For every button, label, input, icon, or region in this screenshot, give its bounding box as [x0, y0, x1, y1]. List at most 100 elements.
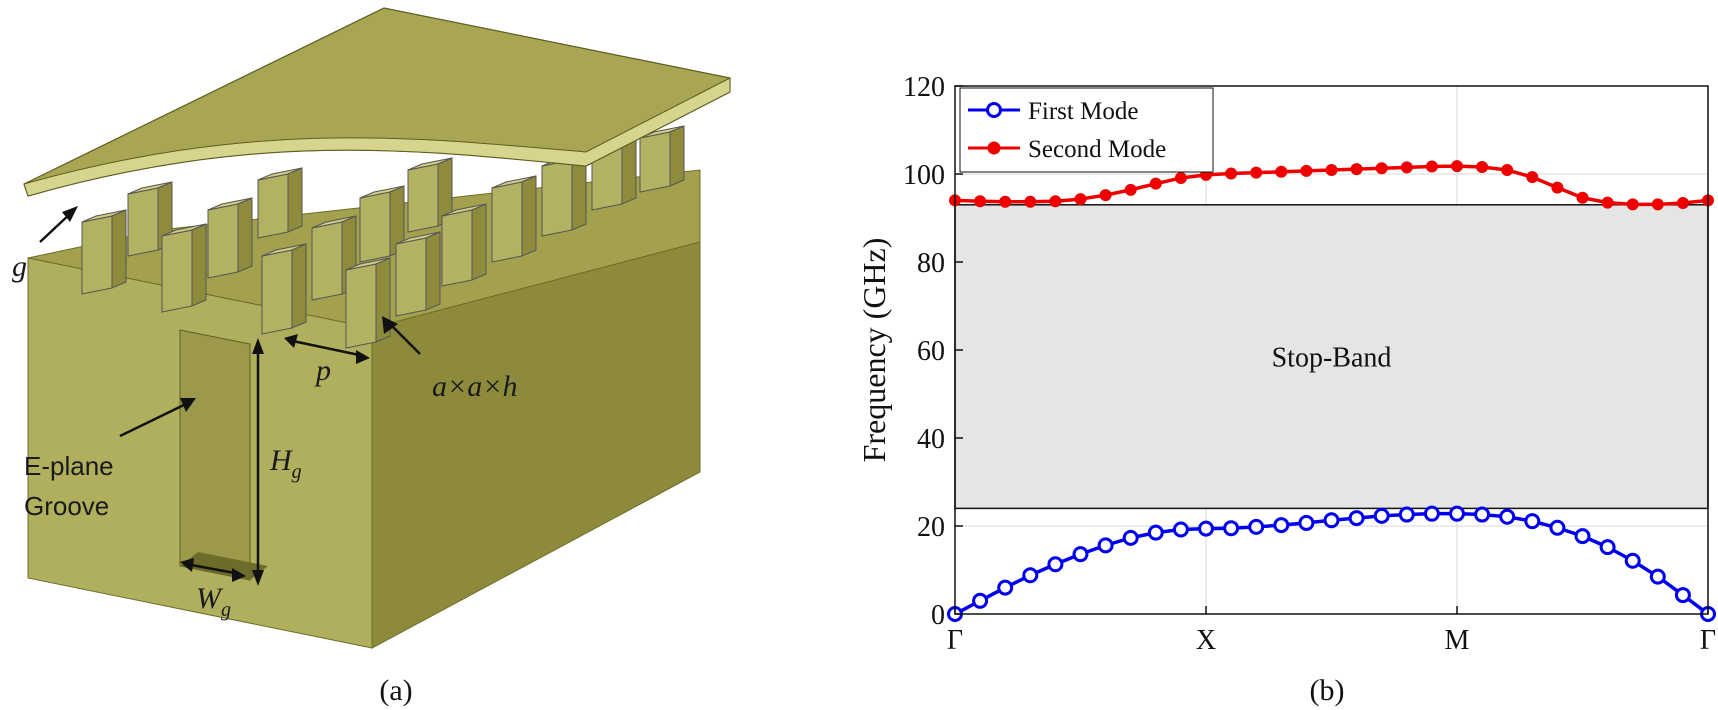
data-point: [1651, 198, 1664, 211]
pin: [257, 167, 303, 239]
data-point: [1425, 160, 1438, 173]
data-point: [1097, 537, 1114, 554]
data-point: [1250, 166, 1263, 179]
data-point: [1024, 195, 1037, 208]
top-plate-edge: [23, 77, 731, 197]
legend-label-first: First Mode: [1028, 98, 1138, 125]
data-point: [1474, 506, 1491, 523]
series-group: [947, 160, 1716, 622]
data-point: [1373, 507, 1390, 524]
y-tick-label: 60: [917, 336, 945, 367]
data-point: [1049, 195, 1062, 208]
legend-box: [959, 87, 1214, 173]
data-point: [1149, 177, 1162, 190]
pin: [541, 153, 587, 237]
caption-b: (b): [1310, 674, 1345, 707]
legend-marker-second: [987, 141, 1001, 155]
data-point: [1423, 505, 1440, 522]
data-point: [1375, 162, 1388, 175]
data-point: [972, 592, 989, 609]
data-point: [1022, 567, 1039, 584]
data-point: [1174, 171, 1187, 184]
data-point: [1624, 552, 1641, 569]
annotation-groove: E-plane Groove: [24, 398, 196, 521]
data-point: [1576, 191, 1589, 204]
pin: [261, 243, 307, 335]
legend-label-second: Second Mode: [1028, 136, 1166, 163]
data-point: [1298, 514, 1315, 531]
label-g: g: [12, 250, 27, 283]
data-point: [1551, 181, 1564, 194]
annotation-p: p: [284, 334, 370, 387]
data-point: [1524, 513, 1541, 530]
pin: [491, 175, 537, 263]
data-point: [1223, 520, 1240, 537]
data-point: [1099, 189, 1112, 202]
annotation-Hg: Hg: [252, 338, 302, 586]
y-tick-label: 0: [931, 600, 945, 631]
x-tick-label: Γ: [947, 625, 963, 656]
data-point: [1398, 506, 1415, 523]
data-point: [1601, 196, 1614, 209]
y-tick-label: 40: [917, 424, 945, 455]
data-point: [1574, 528, 1591, 545]
data-point: [1047, 556, 1064, 573]
panel-a-illustration: g p a×a×h E-plane Groove Hg: [12, 7, 731, 707]
label-groove-line2: Groove: [24, 491, 109, 521]
label-Hg: Hg: [269, 444, 302, 483]
x-tick-label: M: [1445, 625, 1470, 656]
pin: [345, 257, 391, 349]
pin: [395, 231, 441, 317]
data-point: [1676, 197, 1689, 210]
label-p: p: [314, 354, 331, 387]
pin-array: [81, 125, 685, 349]
data-point: [1122, 529, 1139, 546]
data-point: [1198, 520, 1214, 537]
data-point: [1172, 521, 1189, 538]
stop-band-label: Stop-Band: [1272, 343, 1392, 374]
data-point: [1526, 171, 1539, 184]
data-point: [1449, 505, 1465, 522]
data-point: [1674, 587, 1691, 604]
data-point: [999, 195, 1012, 208]
y-tick-label: 100: [903, 160, 945, 191]
pin: [207, 197, 253, 279]
legend-marker-first: [986, 102, 1002, 118]
caption-a: (a): [379, 674, 412, 707]
data-point: [1147, 524, 1164, 541]
annotation-g: g: [12, 206, 78, 283]
pin: [639, 125, 685, 193]
groove-floor: [180, 552, 268, 580]
label-Wg: Wg: [196, 582, 231, 621]
data-point: [1124, 183, 1137, 196]
pin: [359, 185, 405, 263]
data-point: [997, 579, 1014, 596]
data-point: [1300, 164, 1313, 177]
data-point: [1348, 510, 1365, 527]
data-point: [1476, 160, 1489, 173]
data-point: [1072, 546, 1089, 563]
y-tick-label: 80: [917, 248, 945, 279]
data-point: [1499, 508, 1516, 525]
data-point: [974, 195, 987, 208]
data-point: [1649, 568, 1666, 585]
data-point: [1074, 193, 1087, 206]
data-point: [1599, 539, 1616, 556]
data-point: [1248, 518, 1265, 535]
data-point: [1626, 198, 1639, 211]
data-point: [1501, 164, 1514, 177]
data-point: [1225, 167, 1238, 180]
data-point: [1400, 161, 1413, 174]
label-post-size: a×a×h: [432, 370, 518, 403]
pin: [161, 223, 207, 313]
y-axis-label: Frequency (GHz): [856, 238, 892, 463]
data-point: [1275, 165, 1288, 178]
y-tick-label: 120: [903, 72, 945, 103]
label-groove-line1: E-plane: [24, 451, 114, 481]
pin: [441, 203, 487, 287]
data-point: [1350, 163, 1363, 176]
annotation-Wg: Wg: [180, 558, 246, 621]
